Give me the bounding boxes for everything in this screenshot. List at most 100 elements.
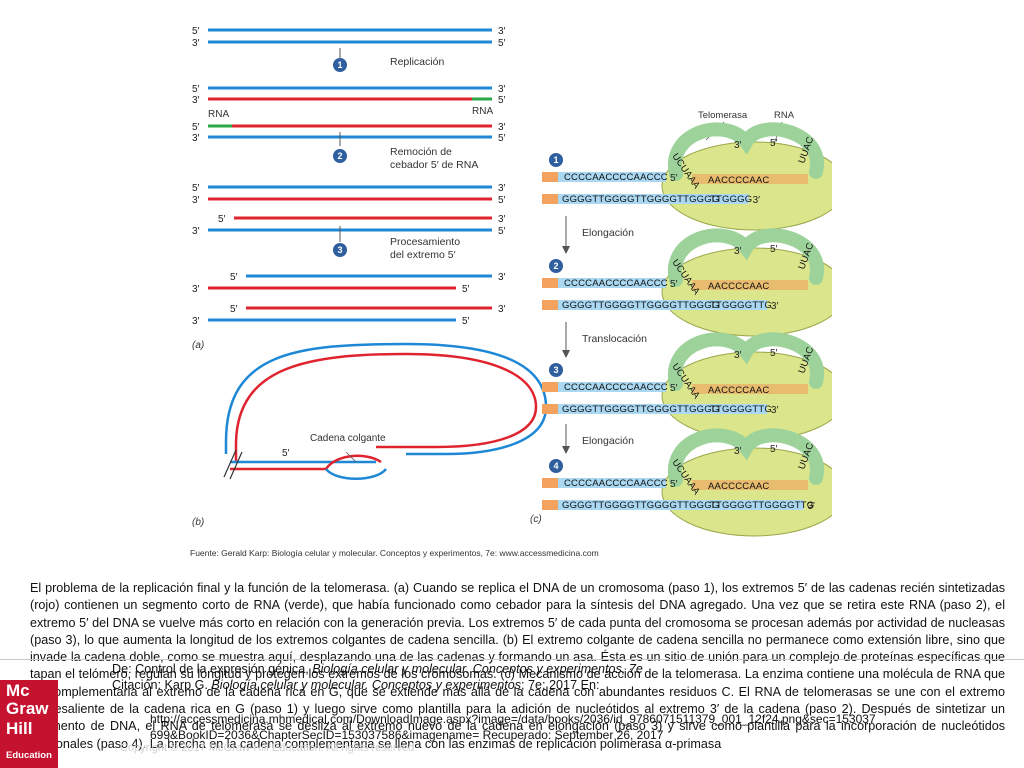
c-rich-strand xyxy=(558,278,666,288)
strand-end-label: 5′ xyxy=(770,244,778,255)
strand-end-label: 3′ xyxy=(734,446,742,457)
step-number: 1 xyxy=(553,155,558,165)
citation-book: Biología celular y molecular. Conceptos … xyxy=(211,678,522,692)
overhang-label: Cadena colgante xyxy=(310,433,386,444)
g-rich-new-seq: TTGGGGTTG xyxy=(710,404,772,415)
strand-end-label: 3′ xyxy=(498,122,506,133)
figure-canvas: 5′3′3′5′5′3′3′5′5′3′3′5′5′3′3′5′5′3′3′5′… xyxy=(192,26,832,537)
rna-label: RNA xyxy=(774,110,795,121)
rna-template xyxy=(692,174,808,184)
rna-template-seq: AACCCCAAC xyxy=(708,385,769,396)
c-rich-strand xyxy=(558,172,666,182)
rna-tube xyxy=(667,428,824,487)
displaced-strand xyxy=(325,468,387,480)
strand-end-label: 3′ xyxy=(498,26,506,37)
rna-tube xyxy=(667,228,824,287)
strand-end-label: 5′ xyxy=(770,444,778,455)
step-number: 2 xyxy=(553,261,558,271)
strand-invasion xyxy=(324,454,382,470)
g-rich-seq: GGGGTTGGGGTTGGGGTTGGGG xyxy=(562,194,719,205)
panel-c-label: (c) xyxy=(530,514,542,525)
strand-end-label: 3′ xyxy=(771,301,779,312)
strand-end-label: 3′ xyxy=(192,133,200,144)
c-rich-seq: CCCCAACCCCAACCC xyxy=(564,382,668,393)
leader-line xyxy=(345,451,357,463)
g-rich-seq: GGGGTTGGGGTTGGGGTTGGGG xyxy=(562,404,719,415)
step-number: 3 xyxy=(553,365,558,375)
step-circle xyxy=(333,58,347,72)
telomerase-step: Elongación2AACCCCAACUCUAAAUUAC3′5′CCCCAA… xyxy=(542,216,832,337)
figure-source: Fuente: Gerald Karp: Biología celular y … xyxy=(190,548,810,558)
strand-end-label: 3′ xyxy=(192,316,200,327)
c-rich-strand xyxy=(558,478,666,488)
url-line-2[interactable]: 699&BookID=2036&ChapterSecID=153037586&i… xyxy=(150,728,664,742)
g-rich-seq: GGGGTTGGGGTTGGGGTTGGGG xyxy=(562,300,719,311)
citation-rest: ; 7e; 2017 En: xyxy=(521,678,600,692)
strand-end-label: 3′ xyxy=(192,95,200,106)
step-label: Procesamiento xyxy=(390,236,460,248)
strand-cap xyxy=(542,382,558,392)
c-rich-seq: CCCCAACCCCAACCC xyxy=(564,278,668,289)
strand-end-label: 3′ xyxy=(808,501,816,512)
logo-line: Hill xyxy=(6,719,33,738)
strand-end-label: 5′ xyxy=(770,138,778,149)
citation-line: Citación: Karp G. Biología celular y mol… xyxy=(112,678,599,693)
strand-end-label: 3′ xyxy=(192,195,200,206)
strand-end-label: 5′ xyxy=(462,284,470,295)
step-label: cebador 5′ de RNA xyxy=(390,159,478,171)
g-rich-strand xyxy=(558,194,710,204)
from-prefix: De: xyxy=(112,662,136,676)
step-label: Translocación xyxy=(582,333,647,345)
rna-tube xyxy=(667,332,824,391)
step-circle xyxy=(549,363,563,377)
strand-end-label: 3′ xyxy=(734,140,742,151)
g-rich-strand xyxy=(558,500,710,510)
rna-template-seq: AACCCCAAC xyxy=(708,175,769,186)
strand-end-label: 3′ xyxy=(498,304,506,315)
source-text: Fuente: Gerald Karp: Biología celular y … xyxy=(190,548,599,558)
telomerase-step: Translocación3AACCCCAACUCUAAAUUAC3′5′CCC… xyxy=(542,322,832,441)
step-label: Remoción de xyxy=(390,146,452,158)
strand-cap xyxy=(542,194,558,204)
strand-end-label: 5′ xyxy=(670,173,678,184)
rna-template xyxy=(692,280,808,290)
strand-end-label: 5′ xyxy=(498,38,506,49)
strand-end-label: 3′ xyxy=(734,246,742,257)
rna-tube xyxy=(667,122,824,181)
figure-caption: El problema de la replicación final y la… xyxy=(30,581,1005,751)
step-circle xyxy=(549,259,563,273)
strand-end-label: 3′ xyxy=(192,226,200,237)
rna-template xyxy=(692,384,808,394)
strand-end-label: 3′ xyxy=(498,272,506,283)
c-rich-strand xyxy=(558,382,666,392)
step-number: 4 xyxy=(553,461,558,471)
strand-end-label: 5′ xyxy=(498,195,506,206)
strand-end-label: 5′ xyxy=(192,183,200,194)
strand-end-label: 5′ xyxy=(230,272,238,283)
strand-end-label: 5′ xyxy=(218,214,226,225)
step-circle xyxy=(549,459,563,473)
strand-end-label: 5′ xyxy=(670,279,678,290)
from-line: De: Control de la expresión génica, Biol… xyxy=(112,662,643,677)
strand-end-label: 3′ xyxy=(753,195,761,206)
step-number: 1 xyxy=(337,60,342,70)
step-label: Replicación xyxy=(390,56,444,68)
strand-cap xyxy=(542,478,558,488)
strand-end-label: 5′ xyxy=(670,479,678,490)
c-rich-seq: CCCCAACCCCAACCC xyxy=(564,172,668,183)
g-rich-strand xyxy=(558,404,710,414)
g-rich-extension xyxy=(708,300,767,310)
strand-cap xyxy=(542,278,558,288)
g-rich-extension xyxy=(708,500,804,510)
step-number: 2 xyxy=(337,151,342,161)
strand-end-label: 3′ xyxy=(498,84,506,95)
copyright-notice: Copyright © 2017 McGraw-Hill Education. … xyxy=(120,742,415,754)
strand-cap xyxy=(542,404,558,414)
url-line-1[interactable]: http://accessmedicina.mhmedical.com/Down… xyxy=(150,712,876,726)
citation-overlay: De: Control de la expresión génica, Biol… xyxy=(0,660,1024,768)
strand-end-label: 5′ xyxy=(192,26,200,37)
strand-end-label: 3′ xyxy=(734,350,742,361)
step-circle xyxy=(333,243,347,257)
